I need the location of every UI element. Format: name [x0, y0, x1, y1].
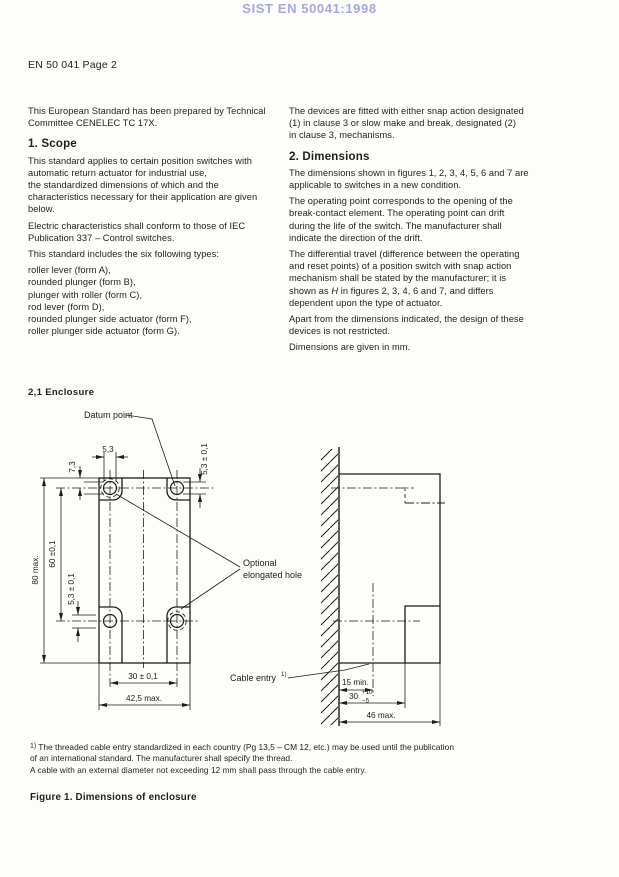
right-column: The devices are fitted with either snap … [289, 105, 581, 358]
front-arrowheads [42, 455, 202, 707]
figure-1-drawing: 80 max. 60 ±0,1 7,3 5,3 5,3 ± 0,1 5,3 ± … [31, 410, 445, 726]
leader-lines [115, 414, 241, 610]
side-phantom-lines [404, 487, 445, 504]
p3-lines: The differential travel (difference betw… [289, 249, 520, 284]
dim-hole-width-top: 5,3 [102, 445, 114, 454]
scope-paragraph-2: Electric characteristics shall conform t… [28, 220, 246, 243]
dim-hole-dia-right: 5,3 ± 0,1 [200, 443, 209, 475]
dim-depth-max: 46 max. [366, 711, 395, 720]
dim-height-max: 80 max. [31, 555, 40, 584]
footnote-1: 1)The threaded cable entry standardized … [30, 742, 610, 764]
dimensions-paragraph-3: The differential travel (difference betw… [289, 248, 581, 309]
dim-wall-clearance: 15 min. [342, 678, 369, 687]
p3-before-var: shown as [289, 285, 332, 296]
dimensions-paragraph-1: The dimensions shown in figures 1, 2, 3,… [289, 167, 529, 191]
footnote-1-marker: 1) [30, 743, 37, 750]
front-view-outline [98, 477, 191, 664]
dim-hole-spacing-h: 30 ± 0,1 [128, 672, 158, 681]
dim-depth-base: 30 [349, 692, 359, 701]
dimensions-paragraph-4: Apart from the dimensions indicated, the… [289, 314, 524, 337]
dim-depth-tol-minus: −5 [362, 698, 370, 705]
optional-hole-label-line1: Optional [243, 558, 277, 568]
dim-depth-tol-plus: +10 [362, 689, 373, 696]
front-extension-lines [40, 452, 206, 710]
page-header: EN 50 041 Page 2 [28, 59, 118, 71]
datum-point-label: Datum point [84, 410, 133, 420]
scope-paragraph-3: This standard includes the six following… [28, 249, 219, 260]
enclosure-section-heading: 2,1 Enclosure [28, 387, 95, 398]
side-centre-lines [331, 487, 420, 696]
dim-top-edge-offset: 7,3 [68, 461, 77, 473]
p3-after-var: in figures 2, 3, 4, 6 and 7, and differs [338, 285, 494, 296]
dimensions-heading: 2. Dimensions [289, 150, 370, 163]
cable-entry-label: Cable entry [230, 673, 277, 683]
intro-paragraph: This European Standard has been prepared… [28, 106, 266, 129]
wall-hatching [321, 449, 338, 725]
variable-H: H [331, 285, 339, 296]
switch-types-list: roller lever (form A),rounded plunger (f… [28, 265, 192, 337]
dim-hole-dia-left: 5,3 ± 0,1 [67, 573, 76, 605]
side-view: 15 min. 30 +10 −5 46 max. Cable entry 1) [230, 447, 445, 726]
front-centre-lines [56, 470, 214, 689]
side-arrowheads [339, 688, 440, 724]
side-extension-lines [404, 663, 441, 726]
scope-heading: 1. Scope [28, 138, 77, 151]
dim-hole-spacing-v: 60 ±0,1 [48, 540, 57, 568]
dim-width-max: 42,5 max. [126, 694, 162, 703]
dimensions-paragraph-2: The operating point corresponds to the o… [289, 196, 513, 243]
front-view: 80 max. 60 ±0,1 7,3 5,3 5,3 ± 0,1 5,3 ± … [31, 410, 302, 710]
watermark-text: SIST EN 50041:1998 [242, 1, 377, 16]
side-view-outline [338, 447, 441, 726]
cable-entry-leader [287, 663, 370, 679]
left-column: This European Standard has been prepared… [28, 105, 286, 341]
p3-last-line: dependent upon the type of actuator. [289, 297, 443, 308]
footnote-2: A cable with an external diameter not ex… [30, 766, 367, 775]
footnote-1-text: The threaded cable entry standardized in… [30, 742, 454, 763]
cable-entry-footnote-ref: 1) [281, 671, 287, 678]
optional-hole-label-line2: elongated hole [243, 570, 302, 580]
scope-paragraph-1: This standard applies to certain positio… [28, 155, 258, 215]
devices-paragraph: The devices are fitted with either snap … [289, 106, 524, 141]
figure-caption: Figure 1. Dimensions of enclosure [30, 792, 197, 803]
dimensions-paragraph-5: Dimensions are given in mm. [289, 342, 411, 353]
